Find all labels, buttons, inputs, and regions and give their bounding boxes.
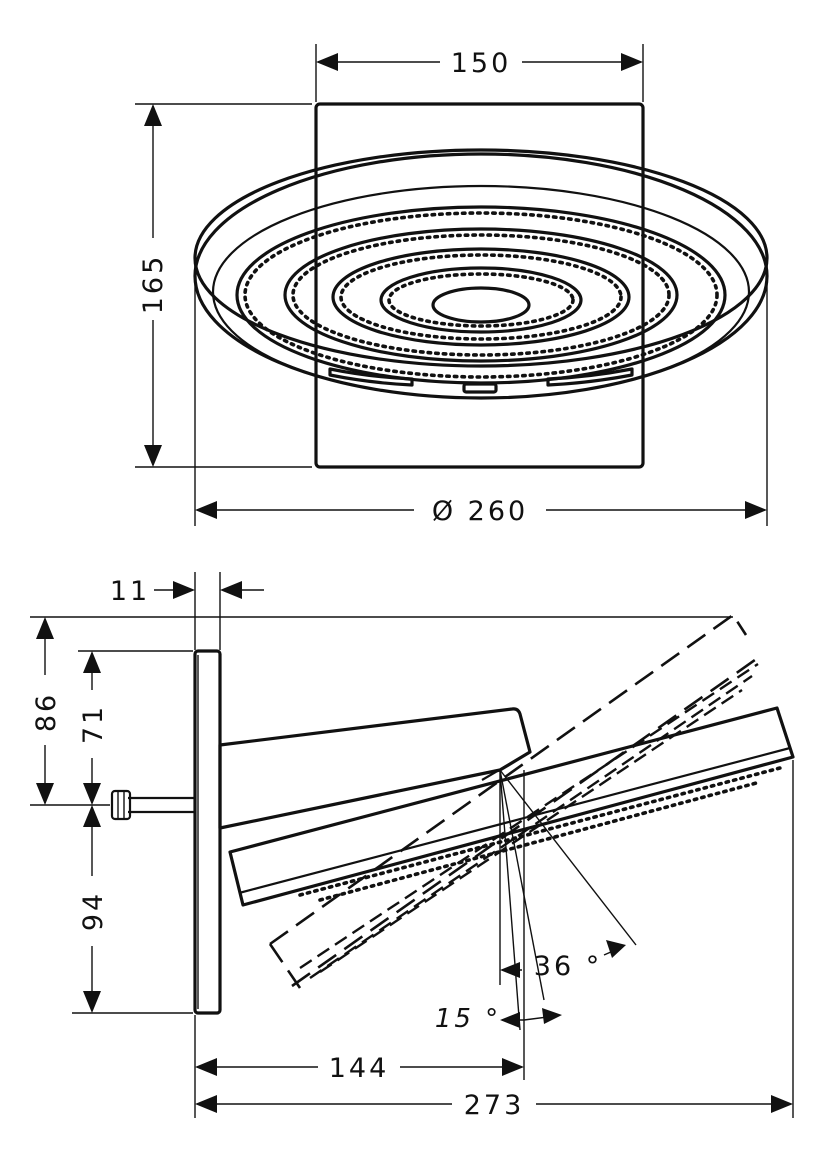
shower-arm [218,707,532,830]
dimension-150: 150 [315,44,644,102]
dimension-273: 273 [195,1090,793,1121]
mount-block [314,102,645,469]
shower-head-side [228,706,795,907]
label-86: 86 [31,692,62,732]
label-diameter-260: Ø 260 [432,496,528,527]
dimension-144: 144 [195,1053,524,1084]
pivot-guide-lines [499,769,637,1080]
top-view: 150 165 Ø 260 [135,44,769,527]
label-15-degrees: 15 ° [435,1004,501,1034]
label-165: 165 [138,254,169,315]
connector-pipe [110,789,195,821]
angle-15: 15 ° [435,1004,562,1034]
wall-plate [193,649,222,1015]
shower-head-disc [193,148,769,400]
dimension-71: 71 [78,651,109,805]
dimension-11: 11 [110,572,264,650]
dimension-86: 86 [31,617,62,805]
dimension-94: 94 [78,805,109,1013]
angle-36: 36 ° [500,940,626,982]
label-144: 144 [329,1053,390,1084]
label-11: 11 [110,576,150,607]
label-273: 273 [464,1090,525,1121]
label-71: 71 [78,704,109,744]
side-view: 36 ° 15 ° 11 [30,572,795,1121]
label-36-degrees: 36 ° [534,951,602,982]
label-94: 94 [78,891,109,931]
dimension-diameter-260: Ø 260 [194,262,768,527]
label-150: 150 [451,48,512,79]
dimension-165: 165 [135,103,312,468]
